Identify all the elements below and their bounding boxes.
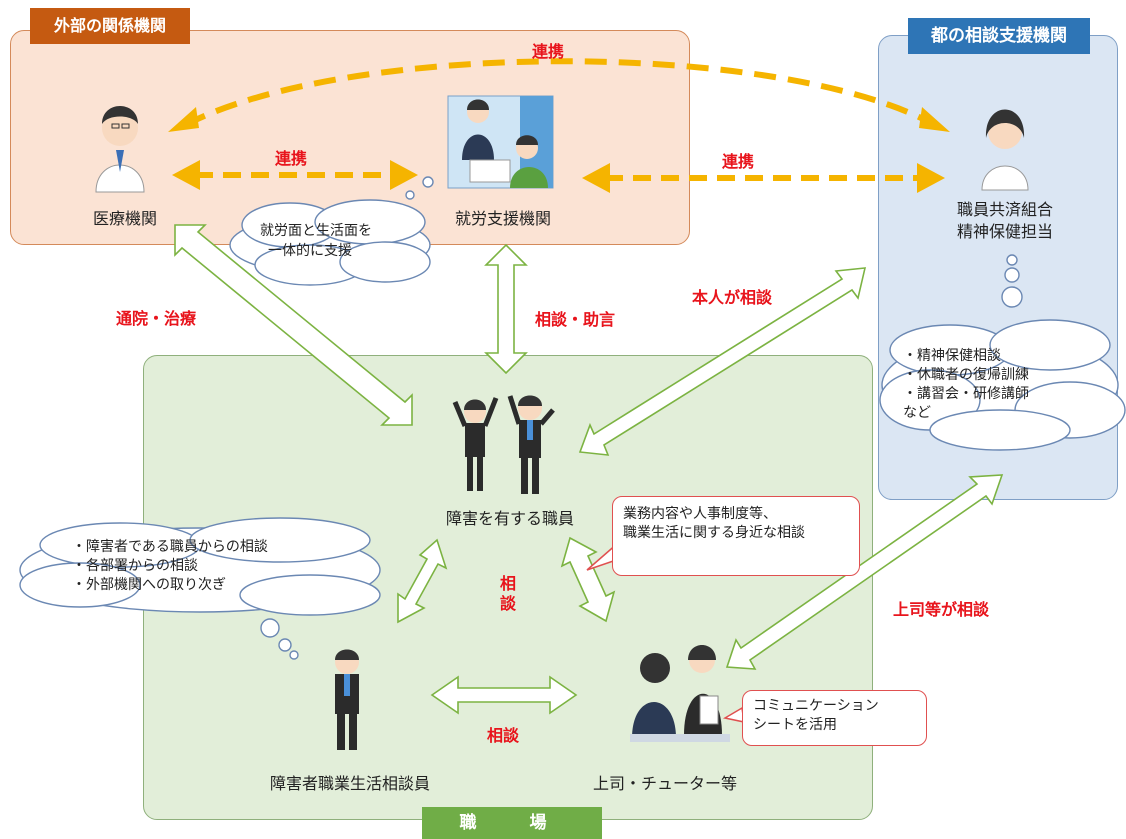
workplace-tag: 職 場 xyxy=(422,807,602,839)
edge-label-treatment: 通院・治療 xyxy=(116,309,197,328)
cloud-mutual-aid-item: ・休職者の復帰訓練 xyxy=(903,367,1029,383)
arrow-self-consult xyxy=(578,267,867,456)
arrow-treatment xyxy=(174,224,413,426)
node-counselor: 障害者職業生活相談員 xyxy=(269,774,430,793)
arrow-advice xyxy=(484,243,528,375)
collab-arc-top-head-right xyxy=(919,107,950,132)
edge-label-triangle-2: 談 xyxy=(500,594,517,613)
collab-right-head-b xyxy=(917,163,945,193)
external-agencies-tag: 外部の関係機関 xyxy=(30,8,190,44)
supervisor-figure xyxy=(630,645,730,742)
metro-support-tag: 都の相談支援機関 xyxy=(908,18,1090,54)
edge-label-triangle-bottom: 相談 xyxy=(487,726,520,745)
node-mutual-aid-line1: 職員共済組合 xyxy=(956,200,1053,219)
cloud-mutual-aid-item: ・精神保健相談 xyxy=(903,348,1001,364)
mutual-aid-staff-figure xyxy=(981,109,1029,191)
cloud-support-line1: 就労面と生活面を xyxy=(260,223,372,239)
cloud-counselor-item: ・各部署からの相談 xyxy=(72,558,198,574)
edge-label-self-consult: 本人が相談 xyxy=(692,288,773,307)
edge-label-advice: 相談・助言 xyxy=(535,310,616,329)
cloud-mutual-aid-item: ・講習会・研修講師 xyxy=(903,386,1029,402)
node-employment-support: 就労支援機関 xyxy=(454,209,551,228)
collab-arc-top-head-left xyxy=(168,107,199,132)
employees-figure xyxy=(452,395,555,494)
doctor-figure xyxy=(95,106,145,193)
callout-workplace-consult: 業務内容や人事制度等、 職業生活に関する身近な相談 xyxy=(612,496,860,576)
arrow-employee-counselor xyxy=(397,538,448,624)
edge-label-supervisor-consult: 上司等が相談 xyxy=(893,600,990,619)
consultation-figure xyxy=(447,95,554,189)
node-medical: 医療機関 xyxy=(92,209,157,228)
edge-label-collab-left: 連携 xyxy=(275,149,308,168)
cloud-counselor-item: ・外部機関への取り次ぎ xyxy=(72,577,226,593)
edge-label-collab-right: 連携 xyxy=(722,152,755,171)
node-mutual-aid-line2: 精神保健担当 xyxy=(956,222,1053,241)
collab-right-head-a xyxy=(582,163,610,193)
cloud-mutual-aid-item: など xyxy=(903,405,931,421)
edge-label-collab-top: 連携 xyxy=(532,42,565,61)
cloud-support-line2: 一体的に支援 xyxy=(268,243,352,259)
node-employee: 障害を有する職員 xyxy=(445,509,574,528)
arrow-counselor-supervisor xyxy=(430,675,578,715)
callout-workplace-line1: 業務内容や人事制度等、 xyxy=(623,506,777,522)
collab-left-head-b xyxy=(390,160,418,190)
edge-label-triangle-1: 相 xyxy=(500,574,517,593)
cloud-counselor-item: ・障害者である職員からの相談 xyxy=(72,539,268,555)
counselor-figure xyxy=(335,649,359,750)
collab-arc-top xyxy=(183,58,937,128)
arrow-supervisor-consult xyxy=(725,474,1004,670)
node-supervisor: 上司・チューター等 xyxy=(592,774,737,793)
cloud-counselor xyxy=(19,517,381,660)
callout-comm-sheet: コミュニケーション シートを活用 xyxy=(742,690,927,746)
callout-comm-line2: シートを活用 xyxy=(753,717,837,733)
arrow-employee-supervisor xyxy=(560,536,616,623)
callout-workplace-line2: 職業生活に関する身近な相談 xyxy=(623,525,805,541)
collab-left-head-a xyxy=(172,160,200,190)
cloud-mutual-aid xyxy=(879,254,1126,451)
callout-comm-line1: コミュニケーション xyxy=(753,698,879,714)
cloud-support xyxy=(229,176,434,286)
